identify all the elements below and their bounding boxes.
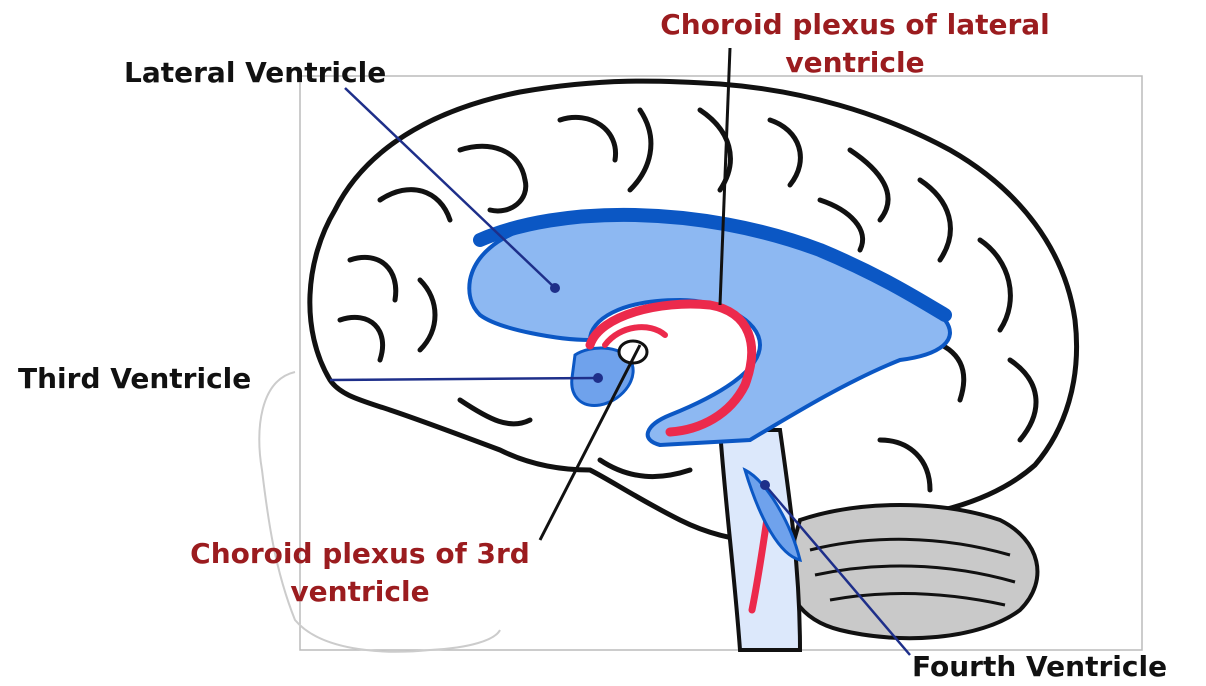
leader-dot-lateral: [550, 283, 560, 293]
label-choroid-3rd-line1: Choroid plexus of 3rd: [160, 535, 560, 573]
leader-dot-third: [593, 373, 603, 383]
label-choroid-lateral-line1: Choroid plexus of lateral: [630, 6, 1080, 44]
label-choroid-plexus-lateral: Choroid plexus of lateral ventricle: [630, 6, 1080, 82]
label-choroid-3rd-line2: ventricle: [160, 573, 560, 611]
label-choroid-lateral-line2: ventricle: [630, 44, 1080, 82]
label-lateral-ventricle: Lateral Ventricle: [124, 54, 386, 92]
label-third-ventricle: Third Ventricle: [18, 360, 251, 398]
label-choroid-plexus-3rd: Choroid plexus of 3rd ventricle: [160, 535, 560, 611]
leader-dot-fourth: [760, 480, 770, 490]
label-fourth-ventricle: Fourth Ventricle: [912, 648, 1167, 686]
